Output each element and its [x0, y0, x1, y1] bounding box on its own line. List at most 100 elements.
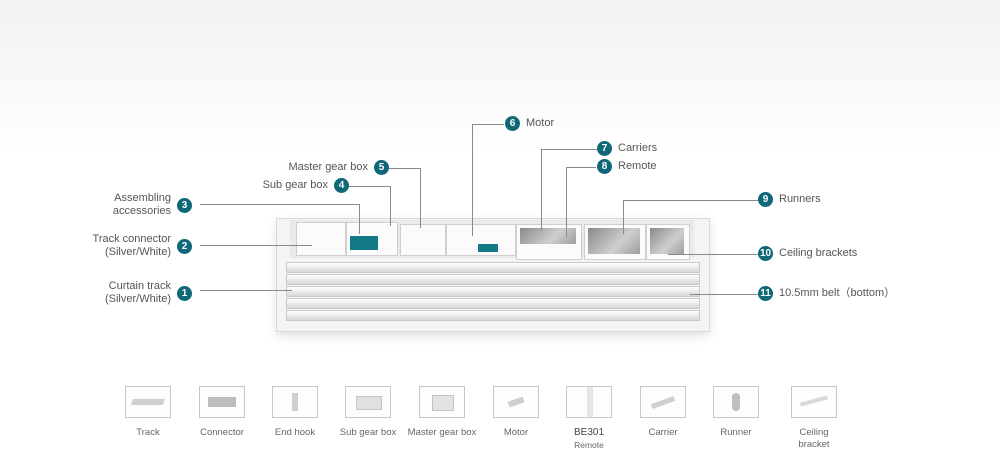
bracket-pack	[650, 228, 684, 254]
part-connector: Connector	[185, 384, 259, 439]
callout-belt: 11 10.5mm belt（bottom）	[758, 286, 895, 301]
callout-label: Curtain track (Silver/White)	[105, 280, 171, 306]
track-bar	[286, 298, 700, 309]
leader-line-2	[200, 245, 312, 246]
callout-label: 10.5mm belt（bottom）	[779, 287, 896, 299]
callout-number-badge: 7	[597, 141, 612, 156]
leader-line-5	[389, 168, 421, 169]
motor-label	[478, 244, 498, 252]
track-bar	[286, 286, 700, 297]
part-name: Motor	[503, 427, 529, 438]
callout-motor: 6 Motor	[505, 116, 554, 131]
sub-gear-box-icon	[345, 386, 391, 418]
part-name: End hook	[274, 427, 316, 438]
part-name-line: Ceiling	[799, 427, 829, 438]
leader-line-7	[541, 149, 597, 150]
callout-label-line: Track connector	[92, 233, 171, 245]
callout-number-badge: 8	[597, 159, 612, 174]
part-master-gear-box: Master gear box	[405, 384, 479, 439]
callout-label: Carriers	[618, 142, 658, 154]
part-name-line: bracket	[798, 439, 830, 450]
callout-number-badge: 6	[505, 116, 520, 131]
callout-carriers: 7 Carriers	[597, 141, 657, 156]
callout-remote: 8 Remote	[597, 159, 657, 174]
callout-label: Track connector (Silver/White)	[93, 233, 171, 259]
callout-number-badge: 2	[177, 238, 192, 254]
carrier-icon	[640, 386, 686, 418]
callout-number-badge: 11	[758, 286, 773, 301]
part-name: Ceiling bracket	[777, 427, 851, 451]
callout-number-badge: 3	[177, 197, 192, 213]
remote-icon	[566, 386, 612, 418]
callout-number-badge: 5	[374, 160, 389, 175]
part-name: Sub gear box	[339, 427, 397, 438]
accessory-card	[350, 236, 378, 250]
leader-line-4	[390, 186, 391, 226]
callout-label: Remote	[618, 160, 657, 172]
part-ceiling-bracket: Ceiling bracket	[777, 384, 851, 451]
end-hook-icon	[272, 386, 318, 418]
callout-label-line: accessories	[112, 205, 171, 217]
part-name: Master gear box	[407, 427, 477, 438]
leader-line-6	[472, 124, 504, 125]
callout-assembling-accessories: Assembling accessories 3	[113, 192, 192, 218]
callout-label-line: (Silver/White)	[104, 293, 171, 305]
part-sub-gear-box: Sub gear box	[331, 384, 405, 439]
part-name-line: Remote	[574, 440, 604, 450]
callout-curtain-track: Curtain track (Silver/White) 1	[105, 280, 192, 306]
part-name: Connector	[200, 427, 244, 438]
callout-master-gear-box: Master gear box 5	[289, 160, 389, 175]
carrier-pack	[520, 228, 576, 244]
part-runner: Runner	[699, 384, 773, 439]
leader-line-3	[200, 204, 360, 205]
leader-line-4	[349, 186, 391, 187]
part-name-line: BE301	[573, 427, 605, 438]
leader-line-6	[472, 124, 473, 236]
callout-number-badge: 1	[177, 285, 192, 301]
callout-label: Master gear box	[288, 161, 368, 173]
part-end-hook: End hook	[258, 384, 332, 439]
callout-label-line: (Silver/White)	[104, 246, 171, 258]
callout-number-badge: 10	[758, 246, 773, 261]
part-name: Carrier	[648, 427, 678, 438]
part-carrier: Carrier	[626, 384, 700, 439]
connector-compartment	[296, 222, 346, 256]
callout-label: Motor	[526, 117, 555, 129]
callout-label: Runners	[779, 193, 821, 205]
callout-sub-gear-box: Sub gear box 4	[263, 178, 349, 193]
callout-track-connector: Track connector (Silver/White) 2	[93, 233, 192, 259]
callout-label-line: Assembling	[114, 192, 171, 204]
master-gear-box-icon	[419, 386, 465, 418]
leader-line-7	[541, 149, 542, 231]
callout-number-badge: 9	[758, 192, 773, 207]
leader-line-5	[420, 168, 421, 228]
leader-line-8	[566, 167, 596, 168]
runner-icon	[713, 386, 759, 418]
callout-label: Assembling accessories	[113, 192, 171, 218]
connector-icon	[199, 386, 245, 418]
callout-label-line: Curtain track	[108, 280, 171, 292]
track-icon	[125, 386, 171, 418]
callout-runners: 9 Runners	[758, 192, 821, 207]
part-remote: BE301 Remote	[552, 384, 626, 451]
callout-label: Ceiling brackets	[779, 247, 858, 259]
part-motor: Motor	[479, 384, 553, 439]
part-name: BE301 Remote	[552, 427, 626, 451]
leader-line-1	[200, 290, 292, 291]
part-name: Track	[136, 427, 160, 438]
ceiling-bracket-icon	[791, 386, 837, 418]
motor-icon	[493, 386, 539, 418]
track-bar	[286, 262, 700, 273]
track-bar	[286, 310, 700, 321]
part-track: Track	[111, 384, 185, 439]
gear-box-compartment	[400, 224, 446, 256]
runner-pack	[588, 228, 640, 254]
parts-row: Track Connector End hook Sub gear box Ma…	[0, 384, 1000, 453]
leader-line-3	[359, 204, 360, 234]
leader-line-8	[566, 167, 567, 237]
callout-ceiling-brackets: 10 Ceiling brackets	[758, 246, 857, 261]
leader-line-9	[623, 200, 624, 234]
leader-line-11	[690, 294, 758, 295]
part-name: Runner	[720, 427, 752, 438]
track-bar	[286, 274, 700, 285]
